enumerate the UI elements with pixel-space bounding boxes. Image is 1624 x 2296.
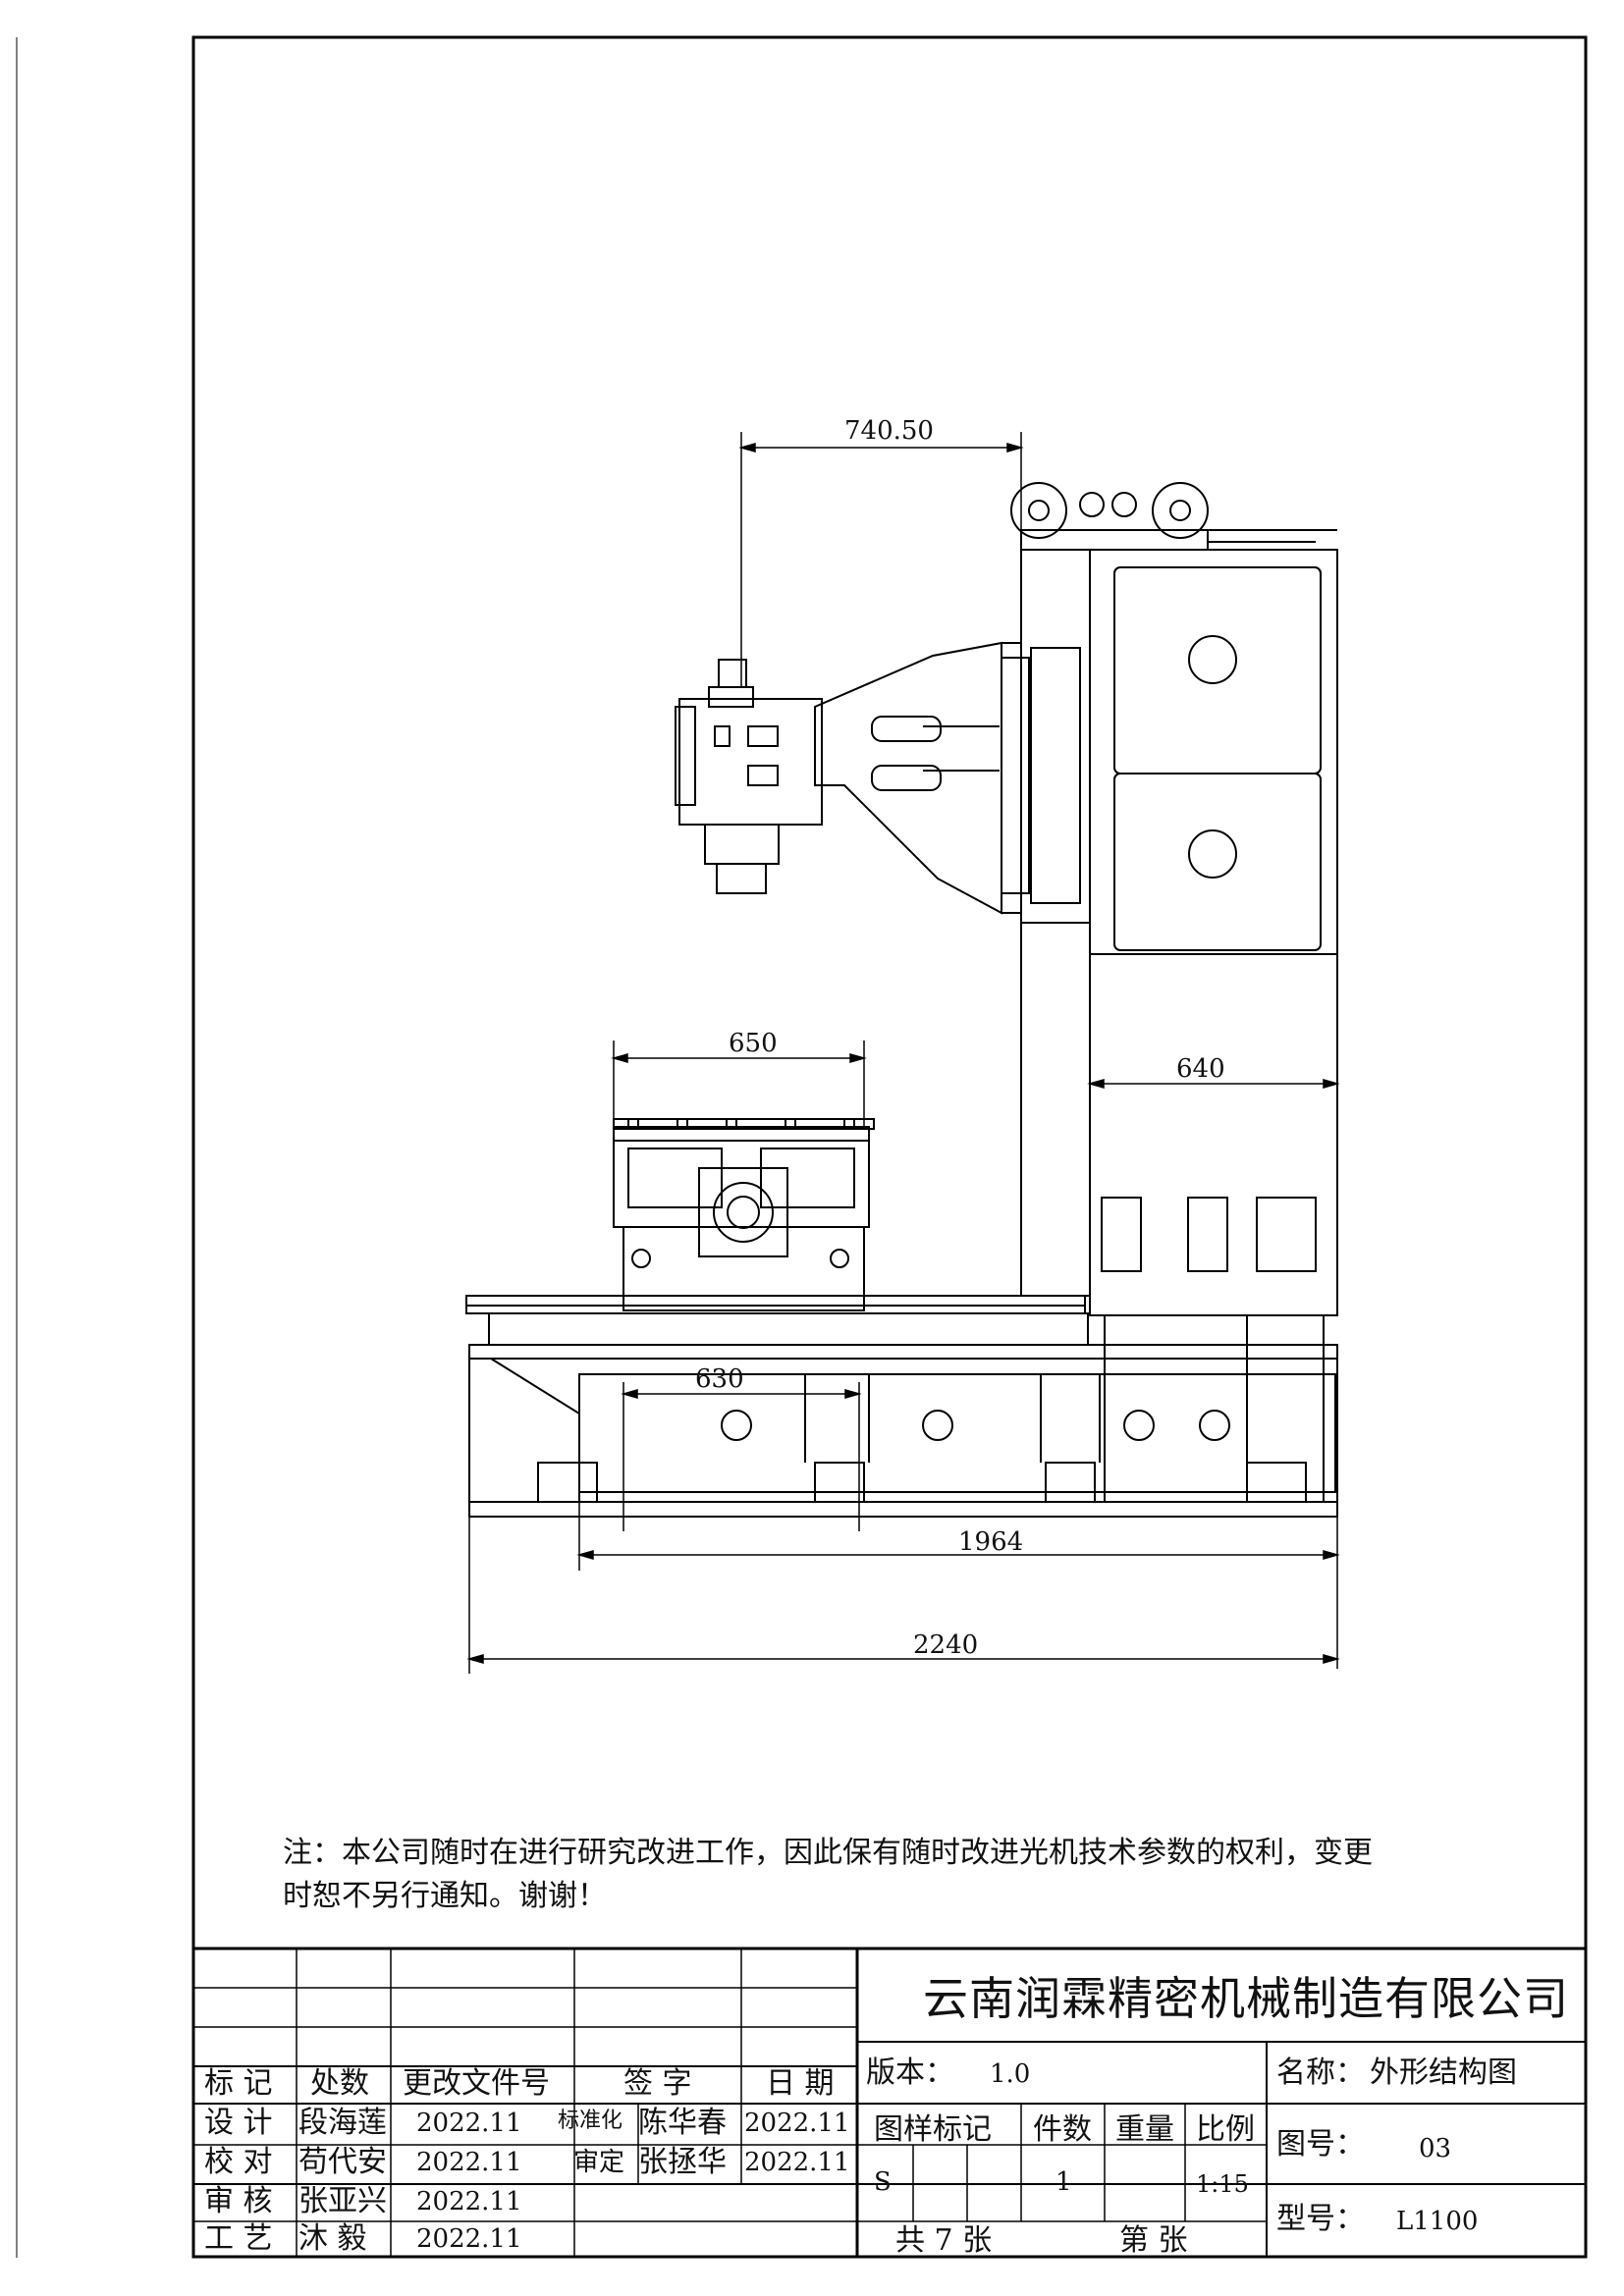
sample-mark: S	[874, 2167, 892, 2197]
role-process: 工 艺	[204, 2221, 273, 2256]
sample-mark-label: 图样标记	[874, 2112, 992, 2147]
name-standard: 陈华春	[638, 2106, 727, 2140]
role-design: 设 计	[204, 2106, 273, 2140]
role-review: 审 核	[204, 2184, 273, 2218]
header-count: 处数	[310, 2066, 369, 2101]
header-mark: 标 记	[204, 2066, 273, 2101]
model-value: L1100	[1396, 2207, 1479, 2236]
name-check: 苟代安	[298, 2145, 387, 2179]
role-approve: 审定	[573, 2148, 625, 2177]
dim-table-top: 650	[729, 1029, 778, 1058]
model-label: 型号：	[1276, 2202, 1365, 2236]
machine-elevation	[465, 482, 1338, 1518]
dim-column-depth: 640	[1176, 1054, 1225, 1084]
drawing-frame	[191, 35, 1588, 2259]
role-check: 校 对	[204, 2145, 273, 2179]
date-review: 2022.11	[416, 2187, 522, 2216]
revision-note: 注：本公司随时在进行研究改进工作，因此保有随时改进光机技术参数的权利，变更 时恕…	[283, 1836, 1373, 1913]
dim-head-offset: 740.50	[844, 416, 934, 446]
name-approve: 张拯华	[638, 2145, 727, 2179]
date-process: 2022.11	[416, 2224, 522, 2254]
drawing-name: 外形结构图	[1370, 2056, 1517, 2090]
name-label: 名称：	[1276, 2056, 1365, 2090]
dim-base-length: 1964	[958, 1527, 1024, 1557]
date-approve: 2022.11	[744, 2148, 850, 2177]
sheet-no: 第 张	[1119, 2223, 1188, 2258]
company-name: 云南润霖精密机械制造有限公司	[923, 1972, 1569, 2025]
dim-overall-length: 2240	[913, 1630, 979, 1660]
drawing-no-label: 图号：	[1276, 2127, 1365, 2162]
version-label: 版本：	[866, 2056, 954, 2090]
quantity-label: 件数	[1033, 2112, 1092, 2147]
name-design: 段海莲	[298, 2106, 387, 2140]
drawing-no: 03	[1419, 2134, 1452, 2163]
header-date: 日 期	[766, 2066, 835, 2101]
version-value: 1.0	[990, 2059, 1031, 2089]
date-check: 2022.11	[416, 2148, 522, 2177]
name-review: 张亚兴	[298, 2184, 387, 2218]
dim-table-bottom: 630	[695, 1364, 744, 1394]
dimension-lines	[466, 432, 1340, 1674]
sheets-total: 共 7 张	[895, 2223, 993, 2258]
role-standard: 标准化	[558, 2109, 623, 2133]
name-process: 沐 毅	[298, 2221, 367, 2256]
title-block-grid	[191, 1947, 1588, 2259]
scale-label: 比例	[1196, 2112, 1255, 2147]
header-sign: 签 字	[623, 2066, 692, 2101]
header-doc: 更改文件号	[403, 2066, 550, 2101]
date-standard: 2022.11	[744, 2109, 850, 2138]
quantity-value: 1	[1056, 2167, 1072, 2197]
weight-label: 重量	[1115, 2112, 1174, 2147]
date-design: 2022.11	[416, 2109, 522, 2138]
scale-value: 1:15	[1196, 2170, 1249, 2198]
